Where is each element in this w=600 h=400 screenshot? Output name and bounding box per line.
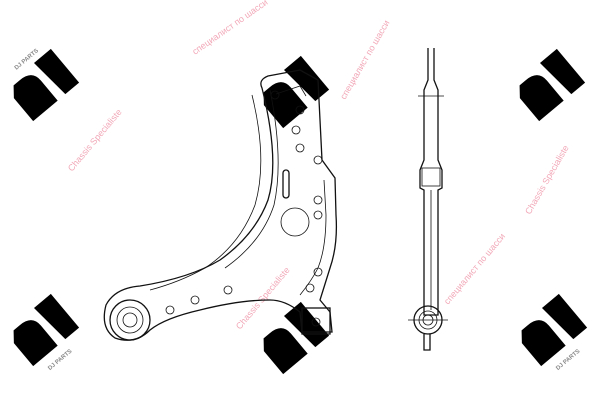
dj-logo-watermark: DJ PARTS [4, 48, 80, 122]
svg-text:DJ PARTS: DJ PARTS [47, 349, 73, 372]
dj-logo-watermark: DJ PARTS [512, 293, 588, 372]
watermark-slogan: специалист по шасси [442, 231, 507, 306]
watermark-slogan: Chassis Specialiste [523, 143, 571, 216]
control-arm-top-view [103, 69, 338, 341]
dj-logo-watermark: DJ PARTS [4, 293, 80, 372]
dj-logo-watermark [254, 301, 330, 375]
watermark-slogan: Chassis Specialiste [66, 107, 124, 173]
watermark-slogan: специалист по шасси [338, 18, 391, 101]
watermark-slogan: специалист по шасси [190, 0, 269, 57]
watermark-slogan: Chassis Specialiste [234, 265, 292, 331]
control-arm-side-view [408, 48, 448, 351]
svg-text:DJ PARTS: DJ PARTS [14, 48, 40, 71]
dj-logo-watermark [510, 48, 586, 122]
svg-text:DJ PARTS: DJ PARTS [555, 349, 581, 372]
